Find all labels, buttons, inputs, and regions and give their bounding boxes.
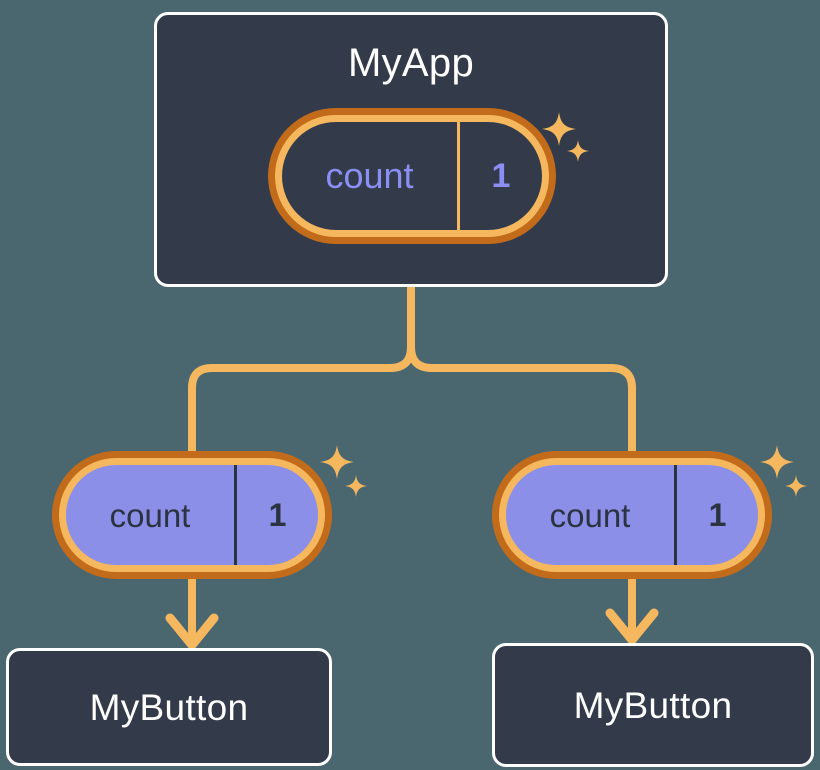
pill-divider bbox=[457, 122, 460, 230]
state-value-label: 1 bbox=[491, 157, 511, 195]
state-value-label: 1 bbox=[268, 497, 287, 533]
arrow-down-icon bbox=[165, 578, 219, 650]
arrow-down-icon bbox=[605, 578, 659, 645]
state-name-label: count bbox=[109, 496, 191, 534]
sparkle-four-point-icon bbox=[320, 445, 354, 479]
mybutton-right-card[interactable]: MyButton bbox=[492, 643, 814, 767]
mybutton-left-card[interactable]: MyButton bbox=[6, 648, 332, 766]
sparkle-four-point-small-icon bbox=[785, 475, 807, 497]
state-name-label: count bbox=[549, 496, 631, 534]
pill-content: count 1 bbox=[66, 465, 318, 565]
sparkle-four-point-icon bbox=[542, 112, 576, 146]
pill-inner-ring: count 1 bbox=[499, 458, 765, 572]
pill-inner-ring: count 1 bbox=[59, 458, 325, 572]
pill-content: count 1 bbox=[506, 465, 758, 565]
sparkle-four-point-icon bbox=[760, 445, 794, 479]
state-pill-myapp-count[interactable]: count 1 bbox=[268, 108, 556, 244]
state-pill-right-count[interactable]: count 1 bbox=[492, 451, 772, 579]
edge-myapp-to-left-pill bbox=[188, 283, 415, 459]
pill-divider bbox=[234, 465, 237, 565]
mybutton-left-title: MyButton bbox=[89, 686, 249, 728]
sparkle-four-point-small-icon bbox=[345, 475, 367, 497]
state-pill-left-count[interactable]: count 1 bbox=[52, 451, 332, 579]
state-value-label: 1 bbox=[708, 497, 727, 533]
pill-inner-ring: count 1 bbox=[275, 115, 549, 237]
myapp-title: MyApp bbox=[348, 41, 474, 85]
edge-myapp-to-right-pill bbox=[407, 283, 636, 459]
mybutton-right-title: MyButton bbox=[573, 684, 733, 726]
pill-content: count 1 bbox=[282, 122, 542, 230]
state-name-label: count bbox=[325, 155, 414, 196]
sparkle-four-point-small-icon bbox=[567, 140, 589, 162]
pill-divider bbox=[674, 465, 677, 565]
